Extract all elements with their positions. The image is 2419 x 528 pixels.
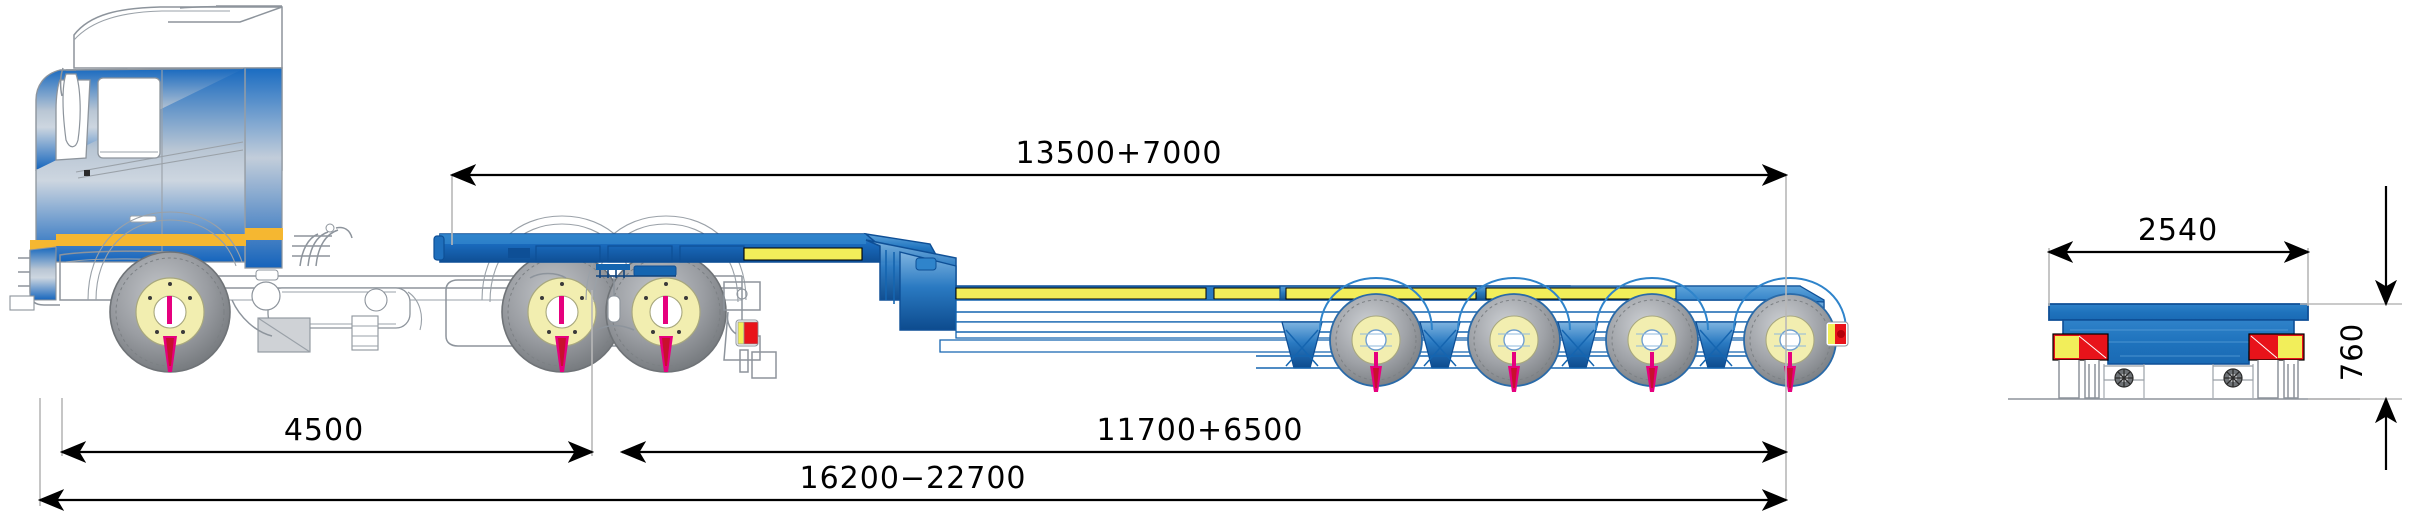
dimension-overall-length: 16200−22700 — [37, 398, 1789, 511]
dim-overall-width-label: 2540 — [2138, 213, 2218, 248]
lowbed-semi-trailer — [433, 232, 1849, 392]
dimension-overall-width: 2540 — [2046, 213, 2311, 306]
trailer-axle-wheel-4 — [1733, 276, 1847, 392]
cab-stripe — [30, 228, 283, 250]
cab-air-lines — [292, 223, 353, 267]
tractor-fuel-tank — [195, 269, 423, 353]
trailer-axle-wheel-2 — [1457, 276, 1571, 392]
dimension-deck-height: 760 — [2300, 186, 2402, 470]
dimension-tractor-wheelbase: 4500 — [59, 290, 595, 463]
rear-view-deck — [2048, 303, 2309, 365]
dim-deck-height-label: 760 — [2335, 323, 2369, 381]
dim-deck-length-label: 13500+7000 — [1016, 136, 1223, 171]
dimension-trailer-length: 11700+6500 — [619, 300, 1789, 500]
tractor-unit — [9, 5, 777, 379]
cab-windows — [55, 67, 161, 223]
rear-view-hub-left — [2103, 365, 2145, 388]
rear-view-wheels — [2058, 360, 2299, 399]
rear-view-marker-panels — [2052, 333, 2305, 361]
trailer-rear-marker-lamp — [1825, 321, 1849, 347]
cab-roof-deflector — [73, 5, 283, 69]
dim-trailer-length-label: 11700+6500 — [1097, 413, 1304, 448]
trailer-axle-wheel-3 — [1595, 276, 1709, 392]
tractor-steer-wheel — [87, 211, 243, 373]
fifth-wheel-coupling — [596, 264, 677, 278]
dim-overall-length-label: 16200−22700 — [799, 461, 1026, 496]
dim-wheelbase-label: 4500 — [284, 413, 364, 448]
dimension-deck-length: 13500+7000 — [449, 136, 1789, 300]
tractor-rear-equipment — [723, 281, 777, 379]
trailer-gooseneck — [433, 232, 957, 331]
tractor-drive-wheel-2 — [585, 215, 747, 373]
trailer-axle-wheel-1 — [1319, 276, 1433, 392]
rear-view — [2008, 303, 2360, 400]
tractor-drive-wheel-1 — [481, 215, 643, 373]
cab-lower-front — [9, 246, 169, 311]
rear-view-hub-right — [2212, 365, 2254, 388]
